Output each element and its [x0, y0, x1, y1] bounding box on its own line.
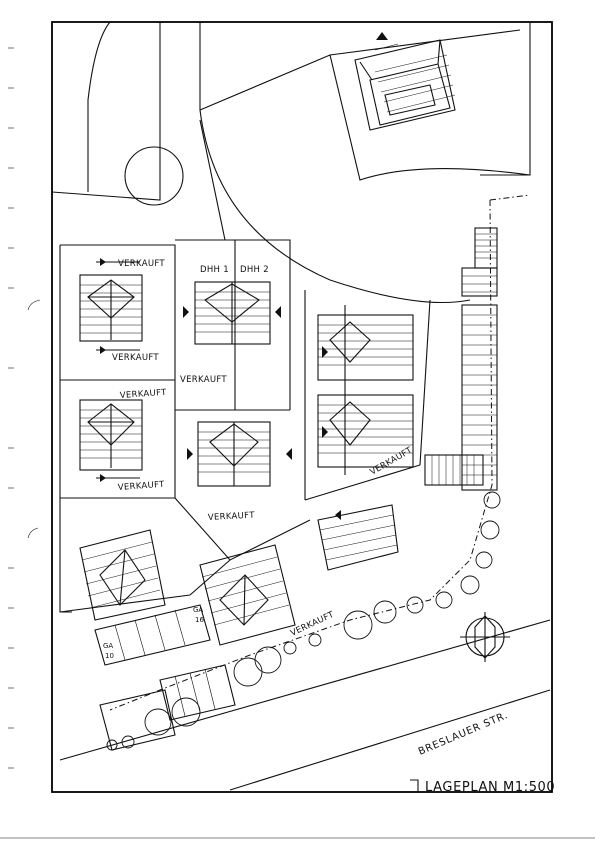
label-sold-5: VERKAUFT	[180, 375, 227, 385]
label-sold-1: VERKAUFT	[118, 259, 165, 269]
building-northeast	[354, 32, 456, 131]
street-edges	[59, 619, 551, 791]
house-south-center	[199, 544, 296, 646]
house-w1	[79, 258, 143, 354]
label-sold-4: VERKAUFT	[118, 480, 166, 493]
drawing-frame	[51, 21, 553, 793]
road-network	[51, 21, 531, 304]
garages	[94, 604, 236, 751]
house-center	[187, 421, 292, 487]
label-garage-b-top: GA	[193, 606, 203, 614]
label-sold-7: VERKAUFT	[369, 445, 415, 477]
label-sold-6: VERKAUFT	[208, 511, 256, 523]
property-boundary	[109, 194, 531, 711]
label-garage-b-bottom: 16	[195, 616, 204, 624]
house-east-row	[317, 305, 414, 475]
label-sold-3: VERKAUFT	[120, 388, 168, 401]
turning-circle	[124, 146, 184, 206]
house-w2	[79, 399, 143, 482]
parking-strip	[424, 227, 498, 491]
title-bracket	[410, 779, 419, 792]
label-sold-2: VERKAUFT	[112, 353, 159, 363]
parcels-west	[59, 239, 431, 613]
binding-marks	[0, 47, 595, 839]
house-south-west	[79, 529, 166, 621]
north-arrow-icon	[460, 612, 510, 662]
label-dhh1: DHH 1	[200, 265, 229, 275]
house-south-east	[317, 504, 399, 571]
house-dhh	[183, 281, 281, 345]
label-garage-a-bottom: 10	[105, 652, 114, 660]
label-dhh2: DHH 2	[240, 265, 269, 275]
plan-title: LAGEPLAN M1:500	[425, 780, 555, 795]
label-garage-a-top: GA	[103, 642, 113, 650]
trees	[106, 491, 501, 751]
